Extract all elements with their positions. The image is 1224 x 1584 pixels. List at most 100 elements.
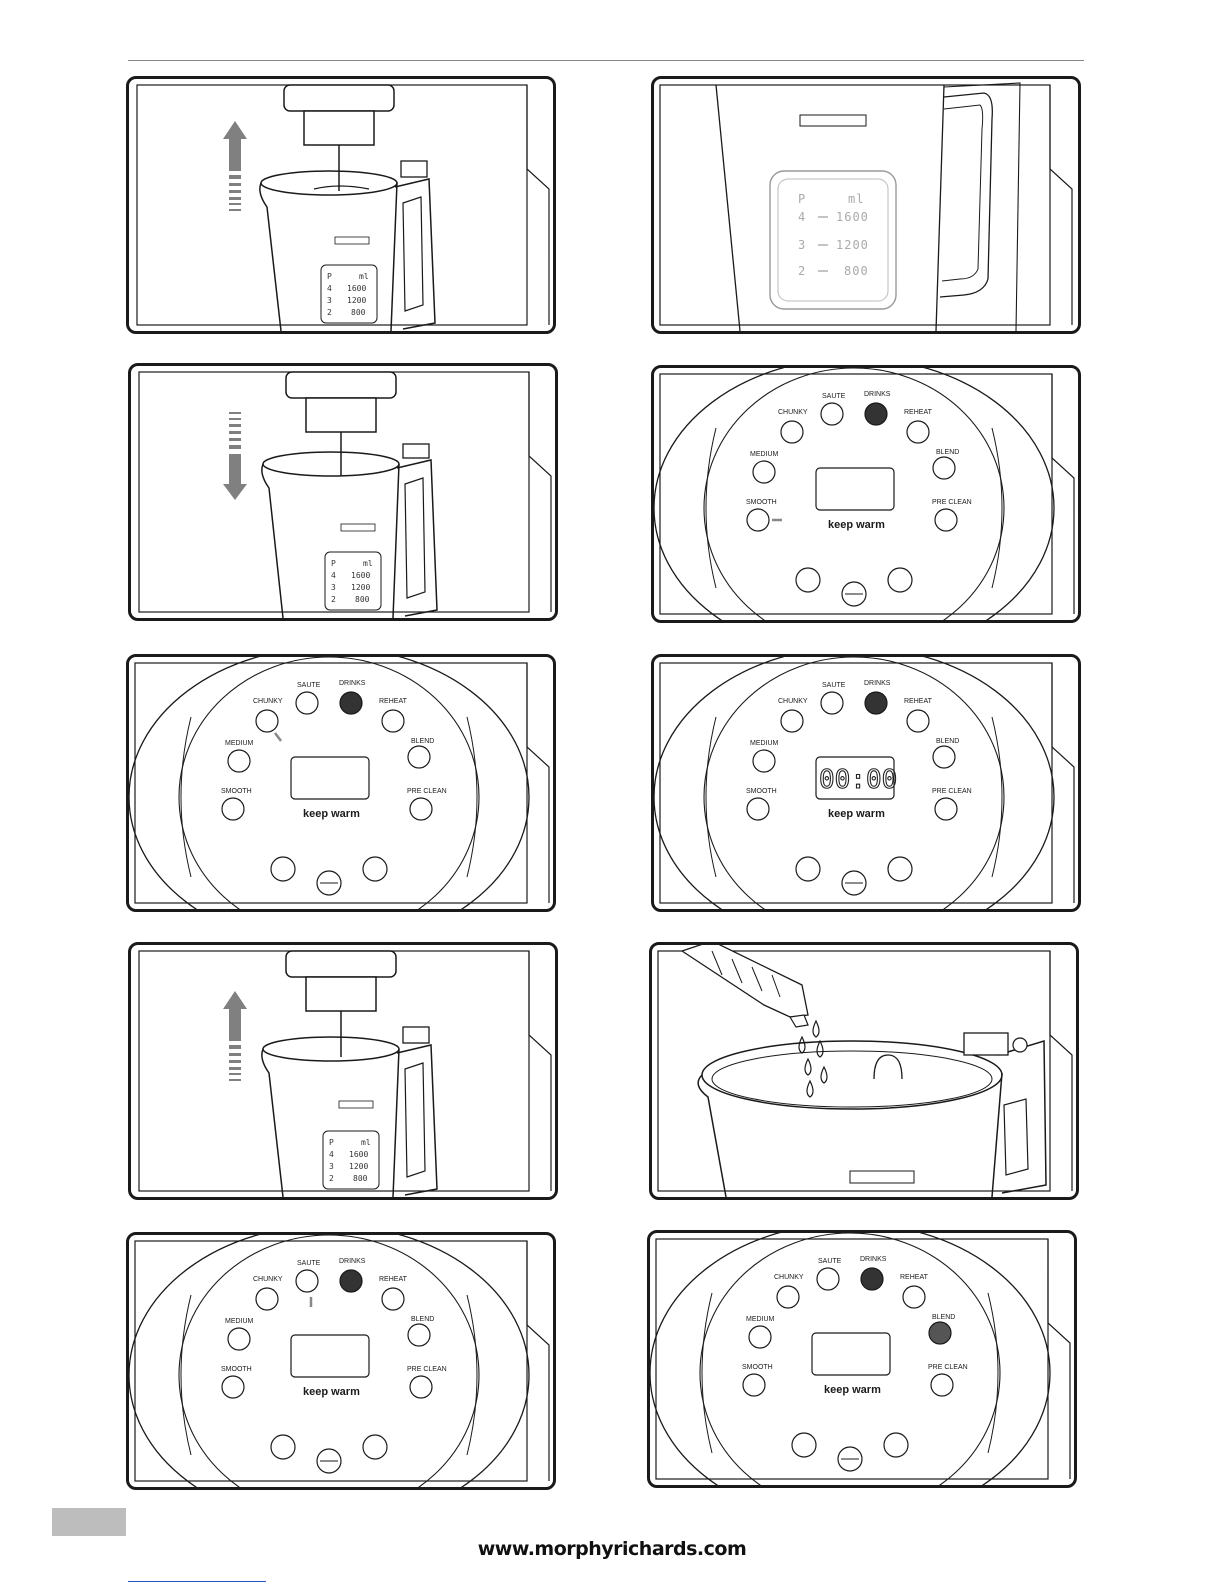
keep-warm-label: keep warm (824, 1384, 881, 1396)
scale-header-p: P (327, 272, 332, 281)
mode-label-drinks: DRINKS (864, 680, 891, 687)
chunky-icon[interactable] (780, 709, 804, 733)
step-panel-lift-blade-2: P ml 4 1600 3 1200 2 800 (128, 942, 558, 1200)
mode-label-reheat: REHEAT (379, 1276, 408, 1283)
right-button[interactable] (887, 567, 913, 593)
right-button[interactable] (362, 856, 388, 882)
footer-url[interactable]: www.morphyrichards.com (477, 1538, 747, 1560)
pre-clean-icon[interactable] (934, 508, 958, 532)
saute-icon[interactable] (820, 691, 844, 715)
mode-label-pre-clean: PRE CLEAN (407, 788, 447, 795)
smooth-icon[interactable] (221, 1375, 245, 1399)
chunky-indicator-lit (274, 732, 282, 742)
pre-clean-icon[interactable] (934, 797, 958, 821)
mode-label-smooth: SMOOTH (746, 499, 777, 506)
lcd-display (290, 756, 370, 800)
scale-header-p: P (329, 1138, 334, 1147)
step-panel-control-blend: SAUTE DRINKS CHUNKY REHEAT MEDIUM BLEND … (647, 1230, 1077, 1488)
medium-icon[interactable] (227, 749, 251, 773)
control-panel-illustration: SAUTE DRINKS CHUNKY REHEAT MEDIUM BLEND … (650, 1233, 1071, 1485)
mode-label-smooth: SMOOTH (746, 788, 777, 795)
saute-icon[interactable] (820, 402, 844, 426)
reheat-icon[interactable] (906, 709, 930, 733)
reheat-icon[interactable] (906, 420, 930, 444)
step-panel-control-timer: SAUTE DRINKS CHUNKY REHEAT MEDIUM BLEND … (651, 654, 1081, 912)
smooth-icon[interactable] (746, 508, 770, 532)
chunky-icon[interactable] (780, 420, 804, 444)
mode-label-pre-clean: PRE CLEAN (932, 499, 972, 506)
saute-icon[interactable] (816, 1267, 840, 1291)
arrow-up-icon (223, 991, 247, 1081)
saute-icon[interactable] (295, 1269, 319, 1293)
brand-logo (338, 1100, 374, 1109)
jug-illustration: P ml 4 1600 3 1200 2 800 (138, 371, 552, 618)
pre-clean-icon[interactable] (409, 797, 433, 821)
mode-label-chunky: CHUNKY (253, 1276, 283, 1283)
medium-icon[interactable] (752, 749, 776, 773)
blend-icon[interactable] (932, 456, 956, 480)
medium-icon[interactable] (752, 460, 776, 484)
scale-header-ml: ml (361, 1138, 371, 1147)
right-button[interactable] (887, 856, 913, 882)
drinks-icon[interactable] (864, 691, 888, 715)
mode-label-pre-clean: PRE CLEAN (932, 788, 972, 795)
saute-icon[interactable] (295, 691, 319, 715)
scale-p-2: 2 (798, 264, 806, 278)
drinks-icon[interactable] (864, 402, 888, 426)
medium-icon[interactable] (227, 1327, 251, 1351)
mode-label-chunky: CHUNKY (778, 409, 808, 416)
chunky-icon[interactable] (255, 709, 279, 733)
control-panel-illustration: SAUTE DRINKS CHUNKY REHEAT MEDIUM BLEND … (129, 1235, 550, 1487)
step-panel-control-smooth: SAUTE DRINKS CHUNKY REHEAT MEDIUM BLEND … (651, 365, 1081, 623)
bottom-link-rule (128, 1581, 266, 1582)
left-button[interactable] (795, 856, 821, 882)
step-panel-scale-closeup: P ml 4 1600 3 1200 2 800 (651, 76, 1081, 334)
scale-p-4: 4 (327, 284, 332, 293)
mode-label-medium: MEDIUM (225, 1318, 254, 1325)
scale-p-2: 2 (329, 1174, 334, 1183)
step-panel-lower-blade: P ml 4 1600 3 1200 2 800 (128, 363, 558, 621)
mode-label-blend: BLEND (932, 1314, 955, 1321)
arrow-up-icon (223, 121, 247, 211)
left-button[interactable] (270, 1434, 296, 1460)
blend-icon[interactable] (407, 745, 431, 769)
keep-warm-label: keep warm (828, 808, 885, 820)
reheat-icon[interactable] (381, 709, 405, 733)
mode-label-pre-clean: PRE CLEAN (407, 1366, 447, 1373)
mode-label-medium: MEDIUM (225, 740, 254, 747)
chunky-icon[interactable] (776, 1285, 800, 1309)
left-button[interactable] (795, 567, 821, 593)
right-button[interactable] (883, 1432, 909, 1458)
blend-icon[interactable] (407, 1323, 431, 1347)
mode-label-reheat: REHEAT (904, 698, 933, 705)
brand-logo (799, 114, 867, 127)
drinks-icon[interactable] (339, 691, 363, 715)
smooth-icon[interactable] (221, 797, 245, 821)
medium-icon[interactable] (748, 1325, 772, 1349)
reheat-icon[interactable] (902, 1285, 926, 1309)
chunky-icon[interactable] (255, 1287, 279, 1311)
blend-icon[interactable] (928, 1321, 952, 1345)
keep-warm-label: keep warm (828, 519, 885, 531)
scale-header-p: P (798, 192, 806, 206)
scale-ml-800: 800 (351, 308, 366, 317)
left-button[interactable] (791, 1432, 817, 1458)
left-button[interactable] (270, 856, 296, 882)
drinks-icon[interactable] (339, 1269, 363, 1293)
pre-clean-icon[interactable] (409, 1375, 433, 1399)
mode-label-drinks: DRINKS (860, 1256, 887, 1263)
step-panel-control-chunky: SAUTE DRINKS CHUNKY REHEAT MEDIUM BLEND … (126, 654, 556, 912)
scale-ml-1600: 1600 (347, 284, 366, 293)
drinks-icon[interactable] (860, 1267, 884, 1291)
mode-label-blend: BLEND (936, 738, 959, 745)
smooth-icon[interactable] (746, 797, 770, 821)
pour-illustration (657, 945, 1073, 1197)
scale-header-ml: ml (363, 559, 373, 568)
right-button[interactable] (362, 1434, 388, 1460)
scale-p-4: 4 (798, 210, 806, 224)
smooth-icon[interactable] (742, 1373, 766, 1397)
scale-ml-1200: 1200 (347, 296, 366, 305)
pre-clean-icon[interactable] (930, 1373, 954, 1397)
reheat-icon[interactable] (381, 1287, 405, 1311)
blend-icon[interactable] (932, 745, 956, 769)
